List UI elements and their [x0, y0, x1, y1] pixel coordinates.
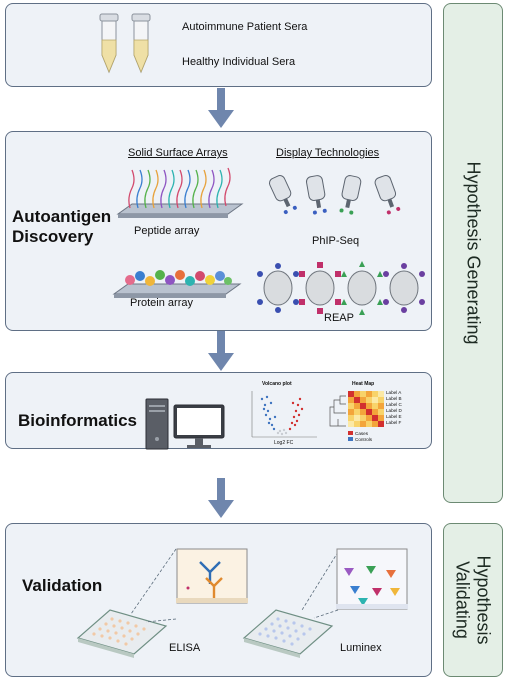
- bead-well-icon: [336, 548, 408, 610]
- hypothesis-generating-band: Hypothesis Generating: [443, 3, 503, 503]
- arrow-down-icon: [208, 88, 234, 128]
- computer-icon: [145, 398, 225, 450]
- luminex-plate-icon: [242, 609, 334, 658]
- sera-panel: Autoimmune Patient Sera Healthy Individu…: [5, 3, 432, 87]
- controls-swatch: [348, 437, 353, 441]
- heatmap-label: Label B: [386, 396, 402, 401]
- sample-tubes-icon: [99, 13, 151, 74]
- discovery-title: Autoantigen Discovery: [12, 207, 112, 246]
- peptide-array-icon: [116, 167, 244, 218]
- heatmap-label: Label F: [386, 420, 402, 425]
- hypothesis-validating-line1: Hypothesis: [473, 555, 494, 645]
- validation-panel: Validation ELISA: [5, 523, 432, 677]
- solid-surface-header: Solid Surface Arrays: [128, 147, 228, 159]
- heatmap-legend: Cases Controls: [348, 431, 372, 443]
- volcano-title: Volcano plot: [262, 381, 292, 387]
- elisa-label: ELISA: [169, 642, 201, 654]
- hypothesis-generating-label: Hypothesis Generating: [463, 161, 484, 345]
- heatmap-label: Label C: [386, 402, 402, 407]
- bioinformatics-title: Bioinformatics: [18, 411, 138, 430]
- hypothesis-validating-line2: Validating: [453, 561, 473, 639]
- hypothesis-validating-label: Hypothesis Validating: [452, 555, 494, 645]
- elisa-plate-icon: [76, 609, 168, 658]
- legend-cases: Cases: [355, 431, 369, 436]
- protein-array-label: Protein array: [130, 297, 193, 309]
- phip-seq-label: PhIP-Seq: [312, 235, 360, 247]
- heatmap-dendrogram: [329, 395, 346, 427]
- arrow-down-icon: [208, 331, 234, 371]
- luminex-zoom-lines: [301, 551, 339, 619]
- volcano-xlabel: Log2 FC: [274, 440, 294, 446]
- protein-array-icon: [112, 270, 242, 298]
- display-tech-header: Display Technologies: [276, 147, 380, 159]
- validation-title: Validation: [22, 576, 103, 595]
- discovery-panel: Autoantigen Discovery Solid Surface Arra…: [5, 131, 432, 331]
- arrow-down-icon: [208, 478, 234, 518]
- antibody-well-icon: [176, 548, 248, 604]
- cases-swatch: [348, 431, 353, 435]
- patient-sera-label: Autoimmune Patient Sera: [182, 21, 308, 33]
- heatmap-label: Label E: [386, 414, 402, 419]
- heatmap-grid: [348, 391, 384, 427]
- volcano-plot: [251, 391, 317, 438]
- legend-controls: Controls: [355, 437, 373, 442]
- phage-icon: [268, 175, 401, 215]
- heatmap-title: Heat Map: [352, 381, 375, 387]
- healthy-sera-label: Healthy Individual Sera: [182, 56, 296, 68]
- peptide-array-label: Peptide array: [134, 225, 200, 237]
- elisa-zoom-lines: [130, 548, 177, 623]
- heatmap-label: Label D: [386, 408, 402, 413]
- heatmap-label: Label A: [386, 390, 402, 395]
- reap-label: REAP: [324, 312, 354, 324]
- hypothesis-validating-band: Hypothesis Validating: [443, 523, 503, 677]
- luminex-label: Luminex: [340, 642, 382, 654]
- yeast-cells-icon: [257, 261, 425, 315]
- heatmap-row-labels: Label A Label B Label C Label D Label E …: [386, 390, 402, 426]
- bioinformatics-panel: Bioinformatics Volcano plot L: [5, 372, 432, 450]
